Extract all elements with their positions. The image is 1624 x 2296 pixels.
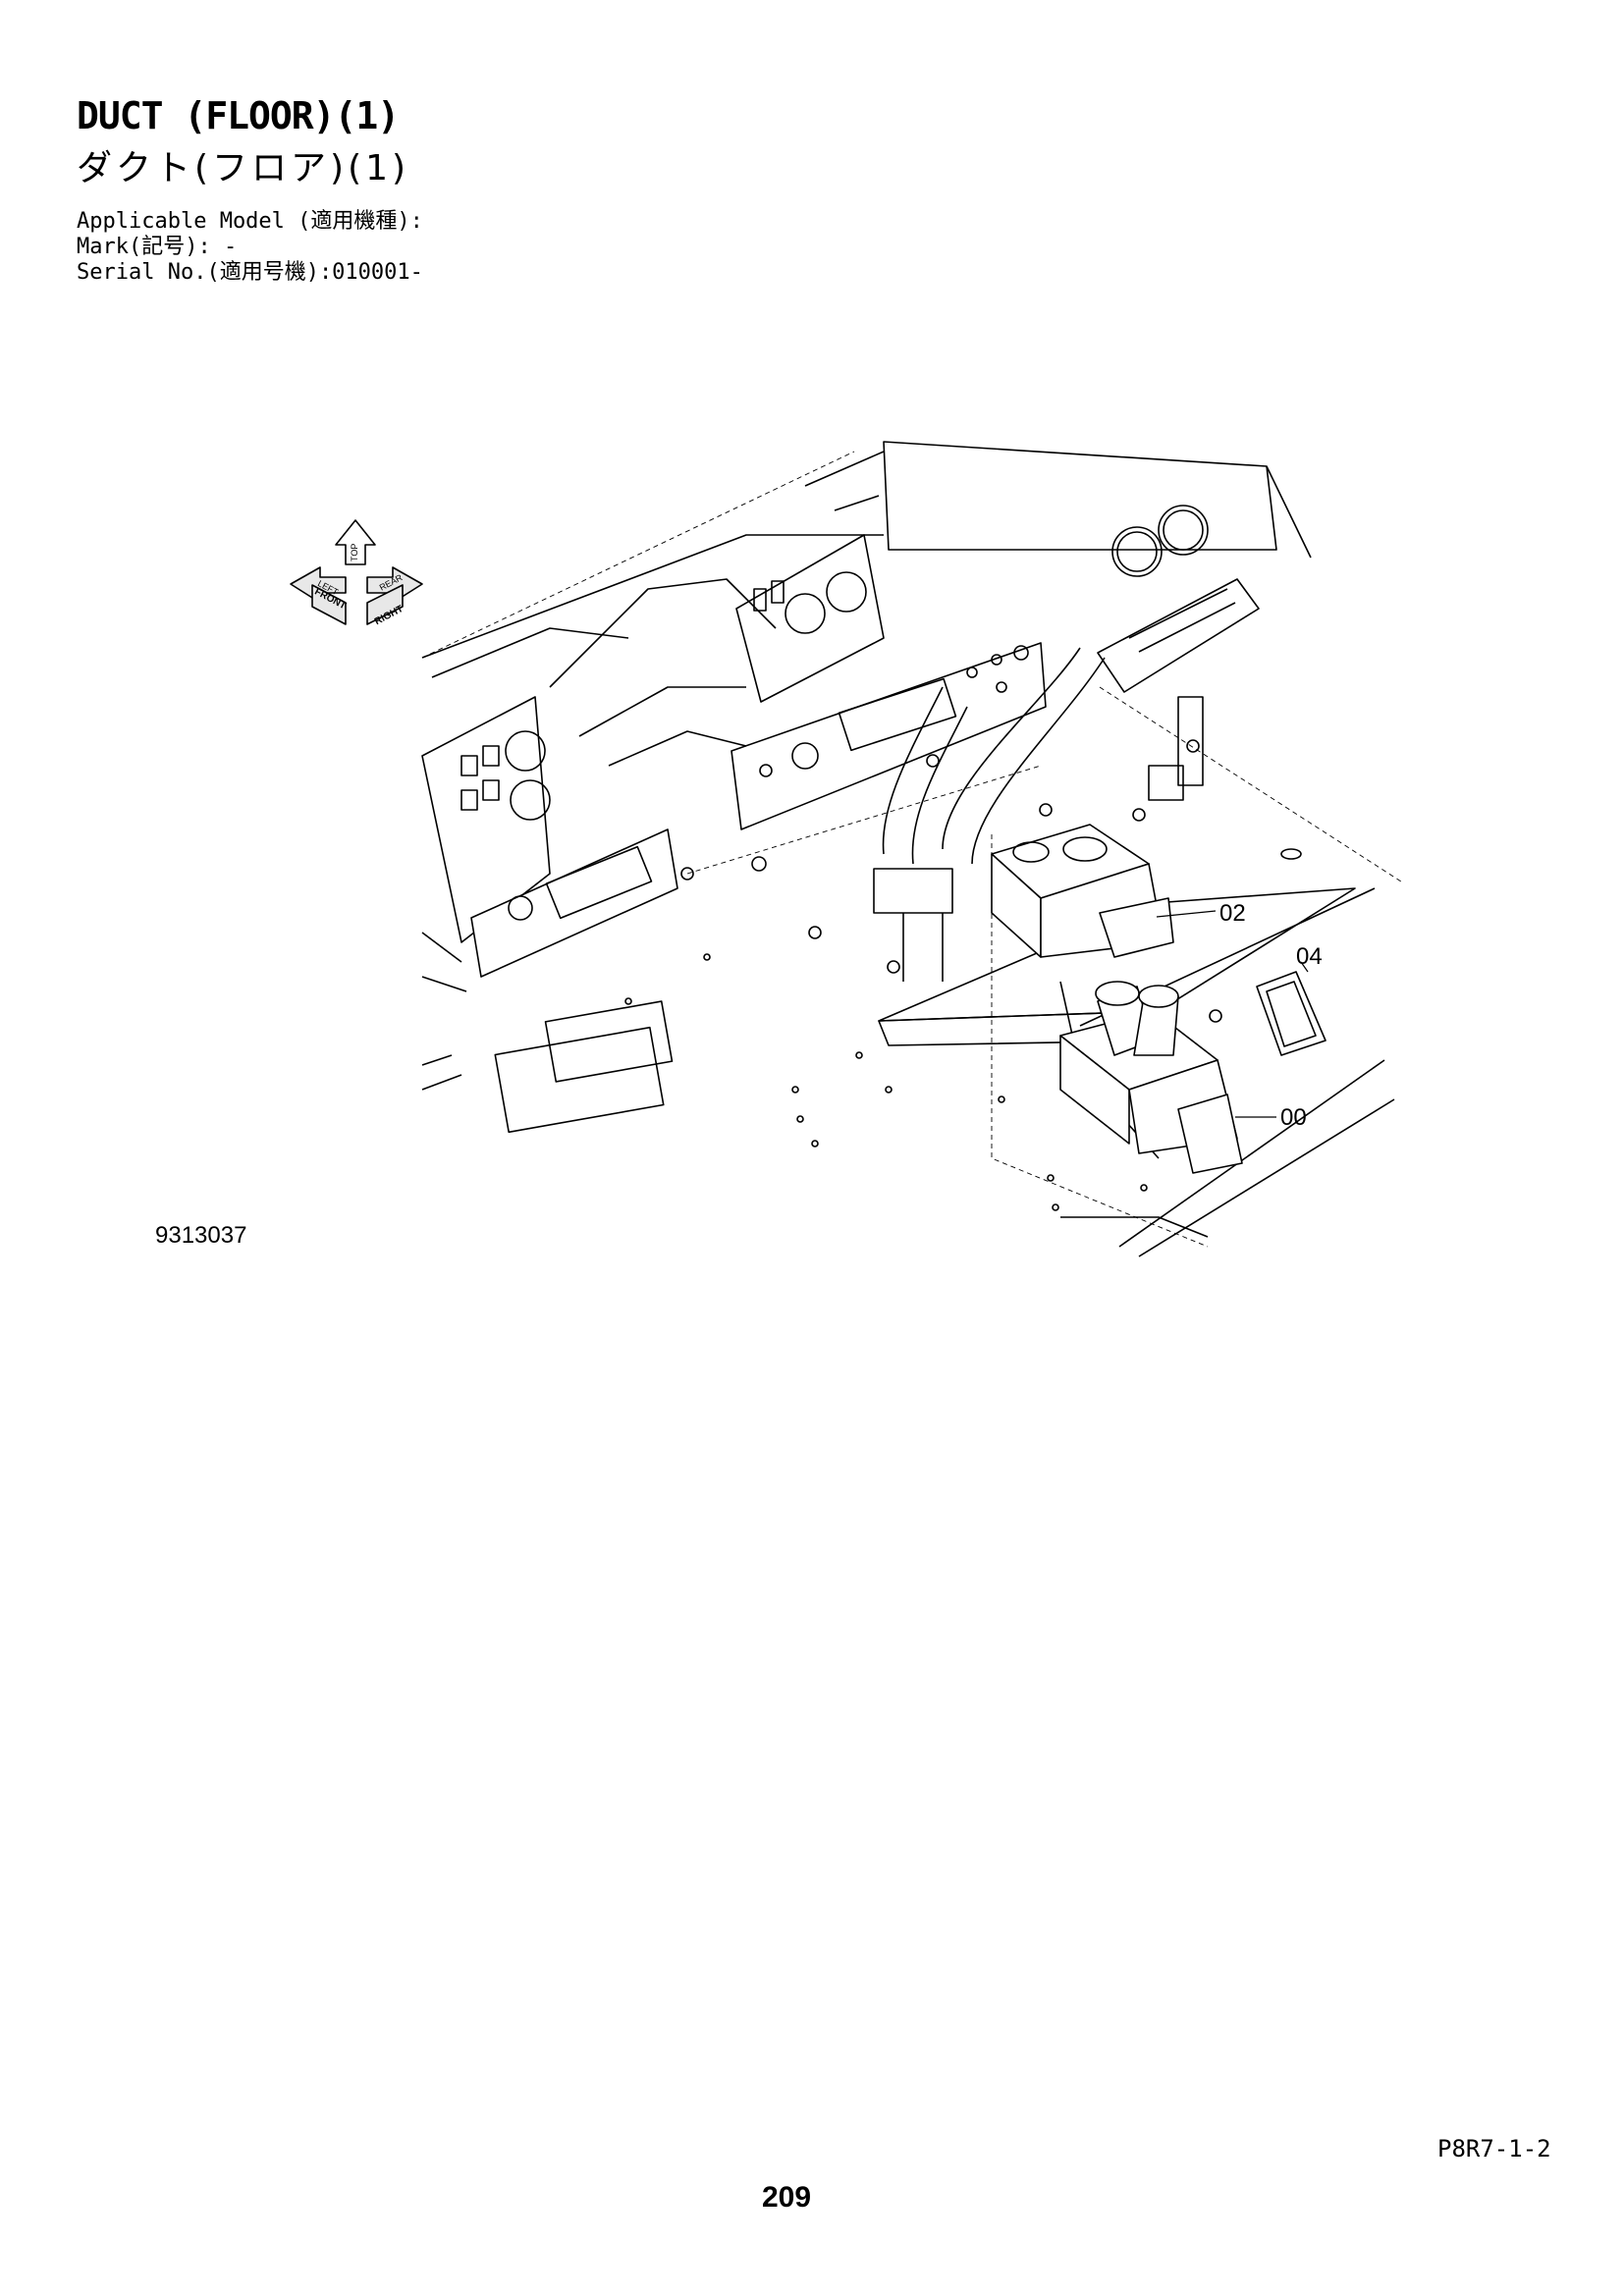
part-02-duct	[991, 824, 1174, 958]
mounting-bolts	[624, 739, 1222, 1211]
reference-lines	[421, 451, 1405, 1248]
mark: Mark(記号): -	[77, 235, 238, 259]
knob-left	[508, 895, 533, 921]
compass-right-face	[366, 584, 404, 625]
compass-top-arrow	[335, 519, 376, 565]
gauge-right	[1158, 505, 1209, 556]
leader-02	[1156, 910, 1217, 918]
page-number: 209	[762, 2181, 812, 2214]
page-title-japanese: ダクト(フロア)(1)	[77, 148, 410, 188]
callout-02: 02	[1219, 900, 1246, 927]
leader-lines	[1156, 910, 1309, 1118]
knob-middle	[791, 742, 819, 770]
figure-number: 9313037	[155, 1222, 247, 1249]
upper-instrument-panel	[883, 441, 1277, 551]
upper-middle-panel	[735, 534, 885, 703]
lower-left-panel	[470, 828, 678, 978]
part-00-duct	[1059, 981, 1243, 1174]
part-04-gasket	[1256, 971, 1326, 1056]
document-code: P8R7-1-2	[1437, 2135, 1551, 2163]
gauge-left	[1111, 526, 1163, 577]
display-window-left	[545, 845, 653, 920]
duct-hoses	[873, 647, 1204, 982]
leader-04	[1300, 961, 1309, 973]
console-assembly	[421, 441, 1312, 1091]
callout-00: 00	[1280, 1104, 1307, 1131]
display-window-middle	[838, 677, 957, 752]
left-control-panel	[421, 696, 551, 943]
callout-04: 04	[1296, 943, 1323, 970]
switch-box	[1097, 578, 1260, 693]
gauge-left-inner	[1116, 531, 1158, 572]
gauge-right-inner	[1163, 509, 1204, 551]
applicable-model: Applicable Model (適用機種):	[77, 209, 423, 234]
serial-number: Serial No.(適用号機):010001-	[77, 260, 423, 285]
compass-label-top: TOP	[350, 544, 359, 561]
orientation-compass: TOP LEFT REAR FRONT RIGHT	[290, 519, 423, 627]
compass-front-arrow	[311, 584, 347, 625]
page-title: DUCT (FLOOR)(1)	[77, 94, 400, 137]
middle-control-panel	[731, 642, 1047, 830]
